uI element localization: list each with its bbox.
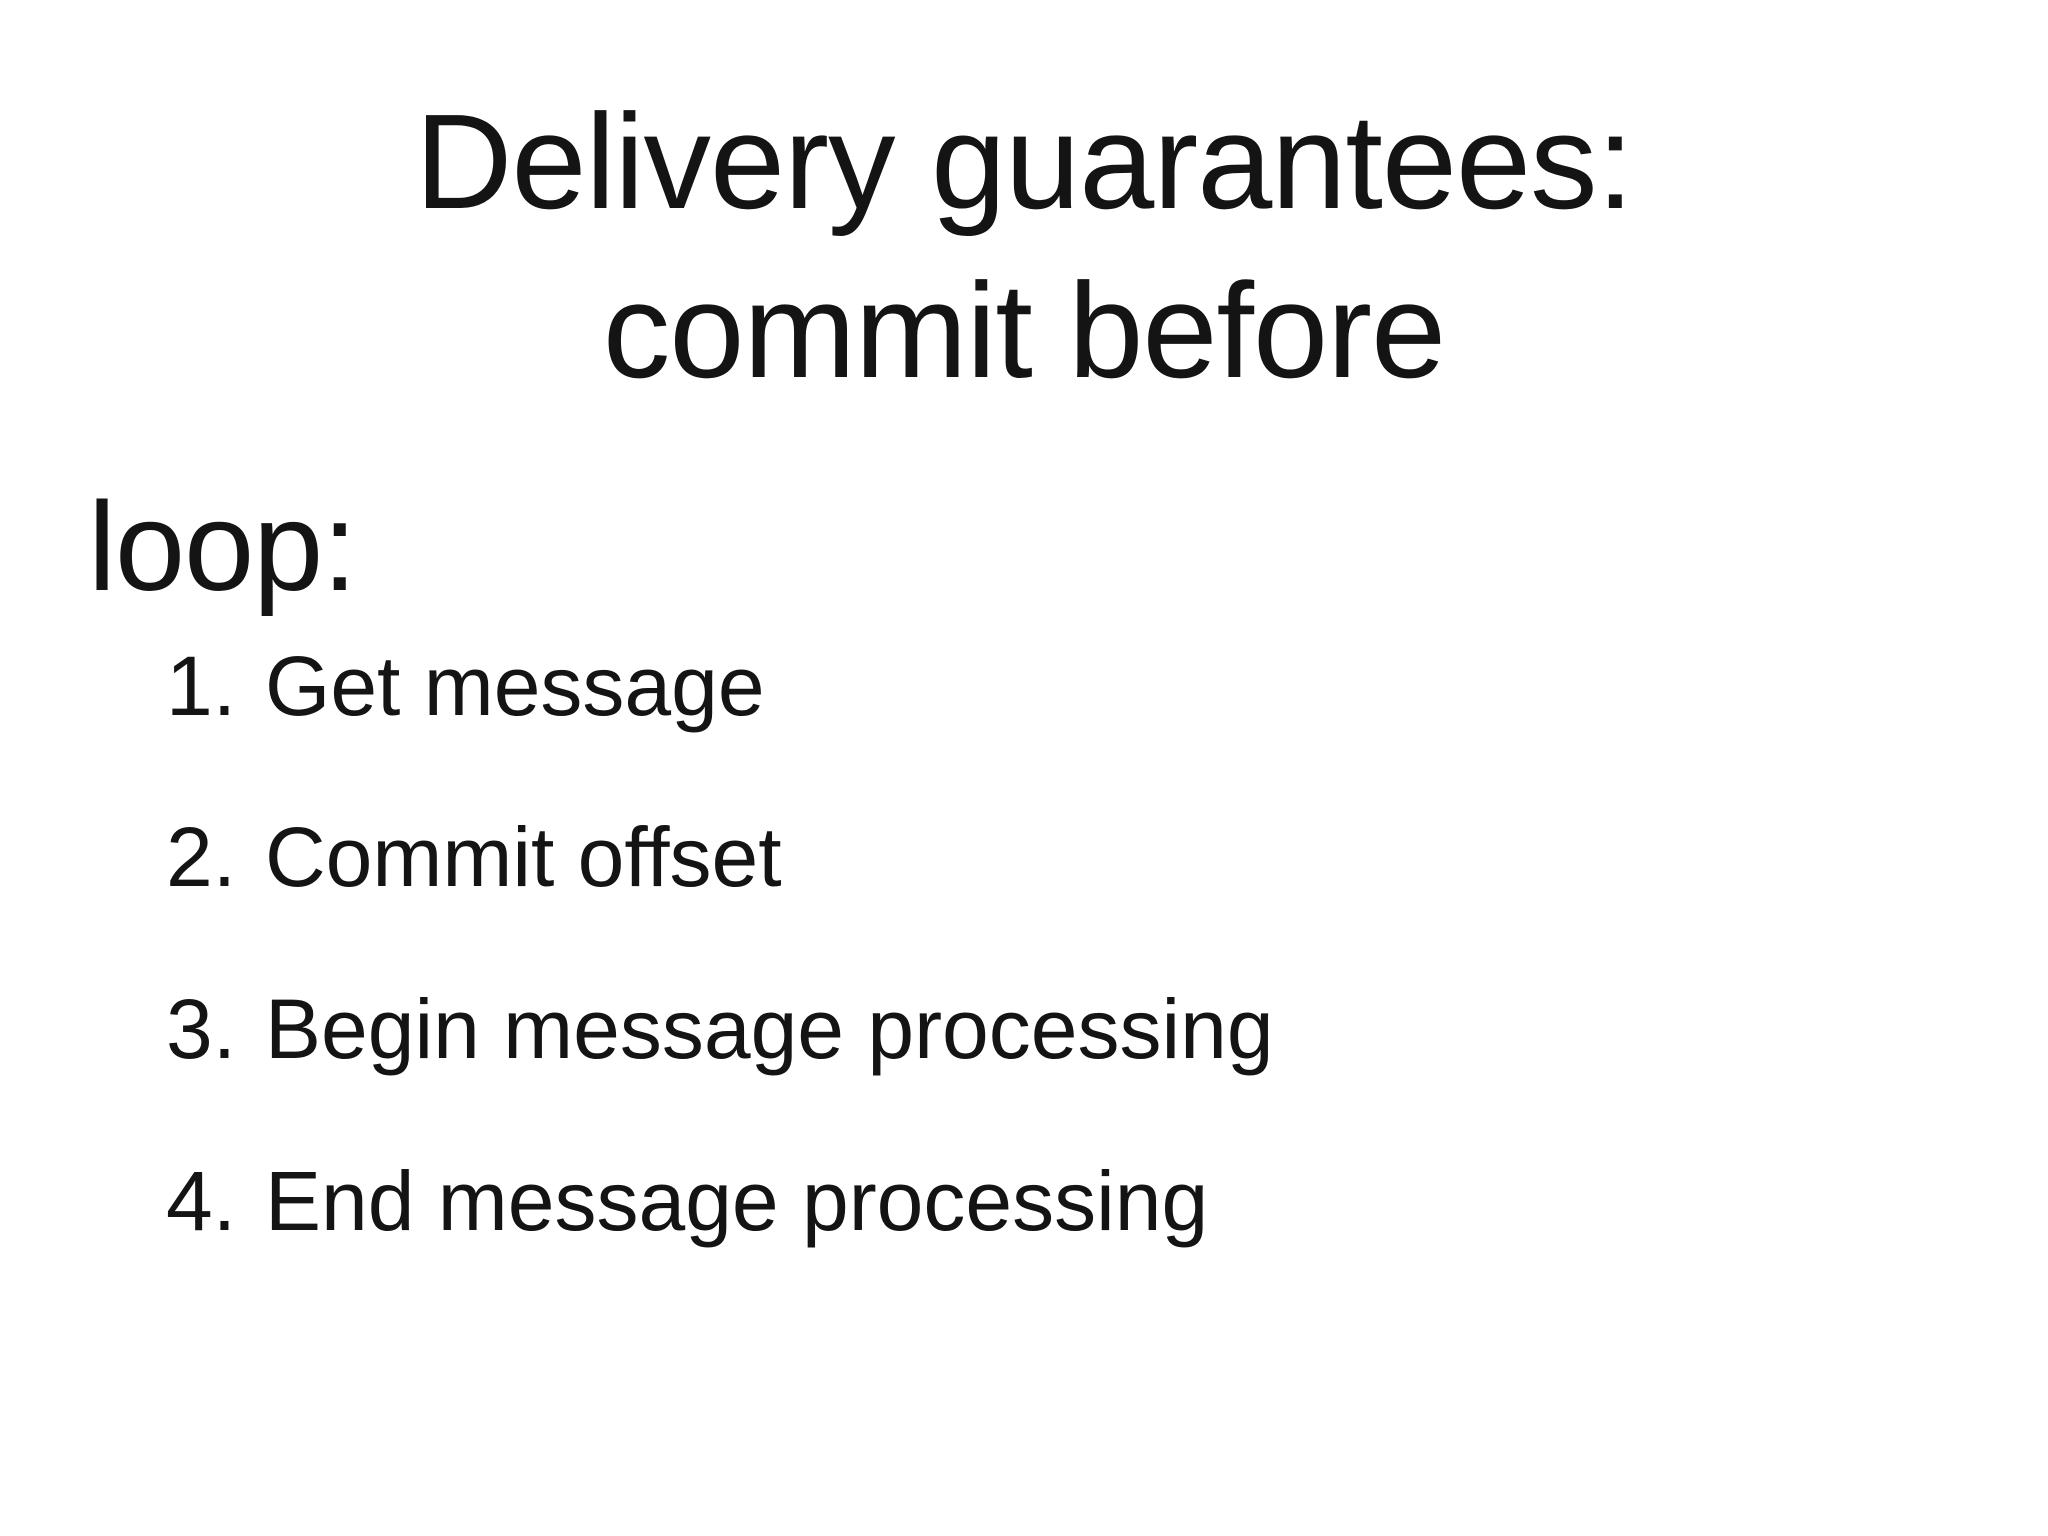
list-item: 2. Commit offset bbox=[166, 807, 2048, 908]
step-label: Commit offset bbox=[265, 810, 782, 905]
list-item: 1. Get message bbox=[166, 636, 2048, 737]
loop-heading: loop: bbox=[88, 475, 357, 617]
slide-title: Delivery guarantees: commit before bbox=[0, 0, 2048, 416]
slide-title-line-2: commit before bbox=[602, 254, 1446, 406]
step-label: Begin message processing bbox=[265, 982, 1274, 1077]
step-label: Get message bbox=[265, 638, 765, 733]
step-number: 1. bbox=[166, 638, 237, 733]
list-item: 4. End message processing bbox=[166, 1151, 2048, 1252]
list-item: 3. Begin message processing bbox=[166, 979, 2048, 1080]
step-number: 4. bbox=[166, 1154, 237, 1249]
step-number: 3. bbox=[166, 982, 237, 1077]
step-number: 2. bbox=[166, 810, 237, 905]
steps-list: 1. Get message 2. Commit offset 3. Begin… bbox=[166, 636, 2048, 1252]
step-label: End message processing bbox=[265, 1154, 1209, 1249]
slide-title-line-1: Delivery guarantees: bbox=[414, 86, 1634, 237]
